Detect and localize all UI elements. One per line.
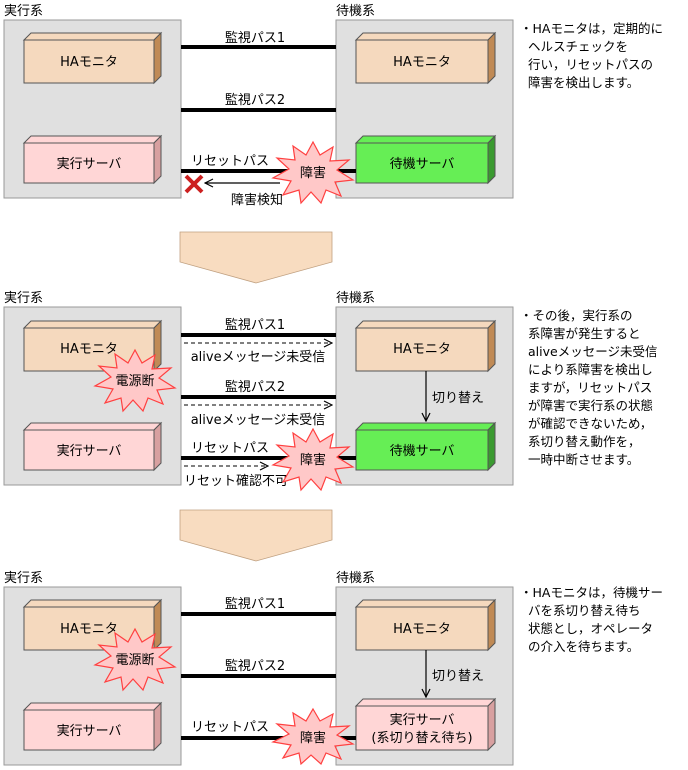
- standby-ha-monitor-label: HAモニタ: [393, 342, 451, 357]
- standby-server-box: 待機サーバ: [354, 421, 497, 472]
- monitor-path-1-label: 監視パス1: [225, 30, 285, 46]
- waiting-server-box: 実行サーバ (系切り替え待ち): [354, 697, 497, 752]
- power-off-label: 電源断: [115, 374, 154, 389]
- power-off-label: 電源断: [115, 653, 154, 668]
- active-server-label: 実行サーバ: [57, 156, 122, 172]
- standby-side-label: 待機系: [336, 291, 375, 306]
- standby-side-label: 待機系: [336, 4, 375, 19]
- ha-monitor-label: HAモニタ: [60, 55, 118, 70]
- monitor-path-2-label: 監視パス2: [225, 379, 285, 395]
- reset-path-label: リセットパス: [191, 441, 269, 456]
- note-step-2: ・その後，実行系の 系障害が発生すると aliveメッセージ未受信 により系障害…: [520, 308, 657, 467]
- note-line: 一時中断させます。: [528, 452, 639, 467]
- note-line: 障害を検出します。: [528, 75, 639, 90]
- failure-burst-icon: [93, 348, 177, 413]
- failure-burst-icon: [271, 707, 355, 766]
- note-line: 系切り替え動作を，: [528, 434, 641, 449]
- active-server-label: 実行サーバ: [57, 723, 122, 739]
- note-line: 状態とし，オペレータ: [528, 621, 653, 636]
- note-line: ・HAモニタは，待機サー: [520, 585, 663, 600]
- standby-ha-monitor-box: HAモニタ: [354, 319, 497, 373]
- standby-ha-monitor-label: HAモニタ: [393, 55, 451, 70]
- reset-path-label: リセットパス: [191, 154, 269, 169]
- note-line: の介入を待ちます。: [528, 639, 639, 654]
- note-line: により系障害を検出し: [528, 362, 653, 377]
- waiting-server-status: (系切り替え待ち): [371, 731, 472, 746]
- ha-monitor-label: HAモニタ: [60, 622, 118, 637]
- switchover-label: 切り替え: [432, 391, 484, 406]
- failure-detect-label: 障害検知: [231, 192, 283, 208]
- note-line: バを系切り替え待ち: [528, 603, 641, 618]
- note-line: が確認できないため，: [528, 416, 652, 431]
- down-arrow-icon: [179, 231, 333, 284]
- stage-2: 実行系 待機系 HAモニタ 実行サーバ HAモニタ 待機サーバ: [3, 290, 657, 492]
- reset-unconfirmed-label: リセット確認不可: [184, 473, 288, 489]
- failure-burst-icon: [271, 427, 355, 492]
- monitor-path-2-label: 監視パス2: [225, 92, 285, 108]
- failure-label: 障害: [300, 730, 326, 746]
- active-side-label: 実行系: [4, 570, 43, 586]
- standby-server-label: 待機サーバ: [390, 444, 455, 459]
- failure-burst-icon: [93, 627, 177, 692]
- standby-ha-monitor-label: HAモニタ: [393, 622, 451, 637]
- active-server-box: 実行サーバ: [22, 421, 163, 472]
- monitor-path-1-label: 監視パス1: [225, 596, 285, 612]
- note-line: 系障害が発生すると: [528, 326, 641, 341]
- note-line: ますが，リセットパス: [528, 380, 652, 395]
- note-line: ・HAモニタは，定期的に: [520, 21, 663, 36]
- note-line: ・その後，実行系の: [520, 308, 633, 323]
- note-line: ヘルスチェックを: [528, 39, 628, 54]
- failure-label: 障害: [300, 452, 326, 468]
- standby-ha-monitor-box: HAモニタ: [354, 31, 497, 85]
- cross-mark-icon: [184, 174, 204, 194]
- failure-label: 障害: [300, 165, 326, 181]
- note-step-3: ・HAモニタは，待機サー バを系切り替え待ち 状態とし，オペレータ の介入を待ち…: [520, 585, 663, 654]
- alive-not-received-label: aliveメッセージ未受信: [191, 350, 326, 365]
- standby-server-box: 待機サーバ: [354, 134, 497, 185]
- ha-monitor-box: HAモニタ: [22, 31, 163, 85]
- stage-1: 実行系 待機系 HAモニタ 実行サーバ HAモニタ: [3, 3, 663, 208]
- monitor-path-1-label: 監視パス1: [225, 317, 285, 333]
- active-server-label: 実行サーバ: [57, 443, 122, 459]
- note-line: 行い，リセットパスの: [528, 57, 653, 72]
- active-server-box: 実行サーバ: [22, 134, 163, 185]
- active-server-box: 実行サーバ: [22, 701, 163, 752]
- standby-server-label: 待機サーバ: [390, 157, 455, 172]
- reset-path-label: リセットパス: [191, 720, 269, 735]
- waiting-server-label: 実行サーバ: [390, 712, 455, 728]
- note-step-1: ・HAモニタは，定期的に ヘルスチェックを 行い，リセットパスの 障害を検出しま…: [520, 21, 663, 90]
- active-side-label: 実行系: [4, 290, 43, 306]
- active-side-label: 実行系: [4, 3, 43, 19]
- ha-monitor-label: HAモニタ: [60, 342, 118, 357]
- note-line: aliveメッセージ未受信: [528, 344, 657, 359]
- switchover-label: 切り替え: [432, 669, 484, 684]
- down-arrow-icon: [179, 509, 333, 562]
- standby-ha-monitor-box: HAモニタ: [354, 598, 497, 652]
- alive-not-received-label: aliveメッセージ未受信: [191, 413, 326, 428]
- stage-3: 実行系 待機系 HAモニタ 実行サーバ HAモニタ 実行サーバ (系切: [3, 570, 663, 766]
- monitor-path-2-label: 監視パス2: [225, 658, 285, 674]
- failure-burst-icon: [271, 140, 355, 205]
- standby-side-label: 待機系: [336, 571, 375, 586]
- note-line: が障害で実行系の状態: [528, 398, 653, 413]
